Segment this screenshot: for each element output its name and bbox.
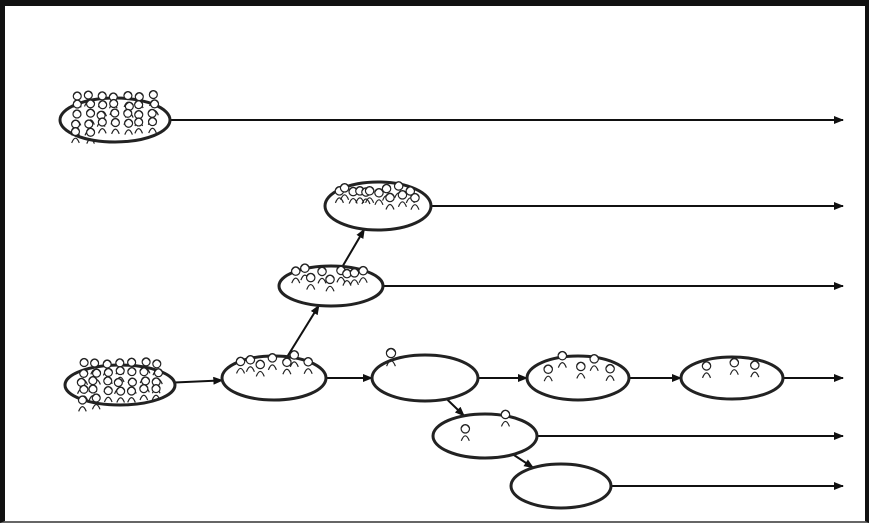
person-icon <box>339 183 350 201</box>
person-icon <box>147 116 158 134</box>
group-g2 <box>220 350 328 402</box>
connection-arrow-g1-g2 <box>174 376 224 385</box>
person-icon <box>134 117 144 134</box>
person-icon <box>543 364 554 382</box>
person-icon <box>358 265 368 283</box>
group-g4 <box>323 180 433 232</box>
person-icon <box>589 354 600 372</box>
person-icon <box>305 272 316 290</box>
person-icon <box>557 350 568 368</box>
group-g5 <box>370 347 480 403</box>
group-g3 <box>277 263 385 308</box>
person-icon <box>325 274 335 292</box>
person-icon <box>289 350 300 368</box>
person-icon <box>729 357 740 375</box>
groups-layer <box>58 89 785 510</box>
person-icon <box>460 424 471 442</box>
person-icon <box>70 126 81 144</box>
person-icon <box>576 361 586 379</box>
connection-arrow-g2-g3 <box>286 304 320 358</box>
person-icon <box>85 127 96 144</box>
group-g6 <box>525 350 631 402</box>
person-icon <box>116 386 126 403</box>
person-icon <box>364 185 375 204</box>
person-icon <box>397 190 408 208</box>
person-icon <box>374 187 384 206</box>
person-icon <box>235 356 246 374</box>
person-icon <box>91 393 101 410</box>
person-icon <box>255 359 266 377</box>
person-icon <box>77 395 88 412</box>
person-icon <box>110 117 121 135</box>
group-oval <box>431 412 539 460</box>
person-icon <box>151 383 161 401</box>
group-g7 <box>679 355 785 401</box>
person-icon <box>303 356 313 374</box>
person-icon <box>317 266 327 284</box>
connection-arrow-g5-g8 <box>446 398 465 417</box>
person-icon <box>267 353 278 371</box>
connection-arrow-g3-g4 <box>341 228 366 267</box>
person-icon <box>605 363 615 381</box>
group-g8 <box>431 409 539 460</box>
person-icon <box>349 268 360 286</box>
group-oval <box>370 353 480 403</box>
person-icon <box>97 117 107 134</box>
person-icon <box>153 368 164 385</box>
person-icon <box>385 192 395 210</box>
group-oval <box>509 462 613 510</box>
person-icon <box>245 354 256 373</box>
person-icon <box>701 361 712 379</box>
person-icon <box>151 377 161 394</box>
person-icon <box>126 386 137 403</box>
person-icon <box>750 360 760 378</box>
group-g9 <box>509 462 613 510</box>
person-icon <box>108 92 118 109</box>
group-g0 <box>58 89 172 144</box>
group-oval <box>525 354 631 402</box>
person-icon <box>385 347 397 367</box>
person-icon <box>282 357 292 375</box>
person-icon <box>139 384 149 401</box>
person-icon <box>290 266 301 284</box>
arrows-layer <box>170 116 844 490</box>
person-icon <box>124 118 134 135</box>
person-icon <box>103 386 113 403</box>
group-g1 <box>63 357 177 412</box>
person-icon <box>500 409 511 427</box>
person-icon <box>410 192 420 210</box>
connection-arrow-g8-g9 <box>512 453 535 469</box>
